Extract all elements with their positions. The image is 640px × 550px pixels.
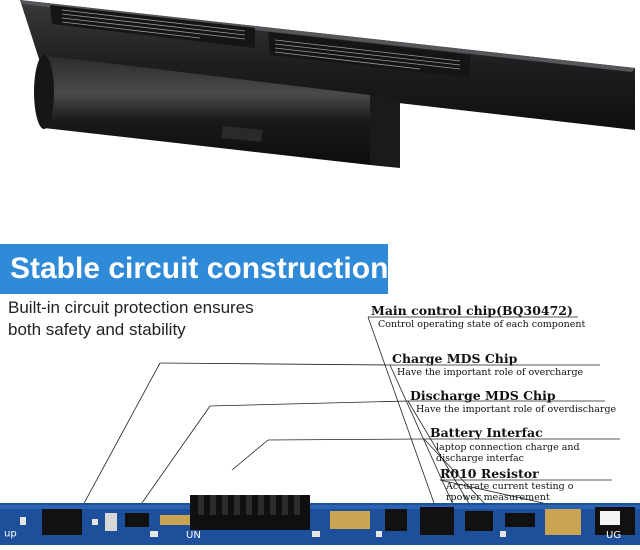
battery-interface-title: Battery Interfac <box>430 425 543 440</box>
battery-image <box>20 0 635 168</box>
pcb-label-mid: UN <box>186 530 201 541</box>
intro-line-1: Built-in circuit protection ensures <box>8 298 254 317</box>
warning-label <box>50 5 470 78</box>
main-chip-desc: Control operating state of each componen… <box>378 319 586 330</box>
title-banner <box>0 244 388 294</box>
pcb-label-right: UG <box>606 530 622 541</box>
circuit-board <box>0 495 640 545</box>
intro-line-2: both safety and stability <box>8 320 186 339</box>
discharge-mds-desc: Have the important role of overdischarge <box>416 404 617 415</box>
charge-mds-title: Charge MDS Chip <box>392 351 518 366</box>
battery-interface-desc: laptop connection charge and discharge i… <box>436 442 580 464</box>
banner-title: Stable circuit construction <box>10 252 389 285</box>
charge-mds-desc: Have the important role of overcharge <box>397 367 584 378</box>
discharge-mds-title: Discharge MDS Chip <box>410 388 556 403</box>
pcb-label-left: dn <box>4 528 17 539</box>
resistor-title: R010 Resistor <box>440 466 539 481</box>
main-chip-title: Main control chip(BQ30472) <box>371 303 573 318</box>
